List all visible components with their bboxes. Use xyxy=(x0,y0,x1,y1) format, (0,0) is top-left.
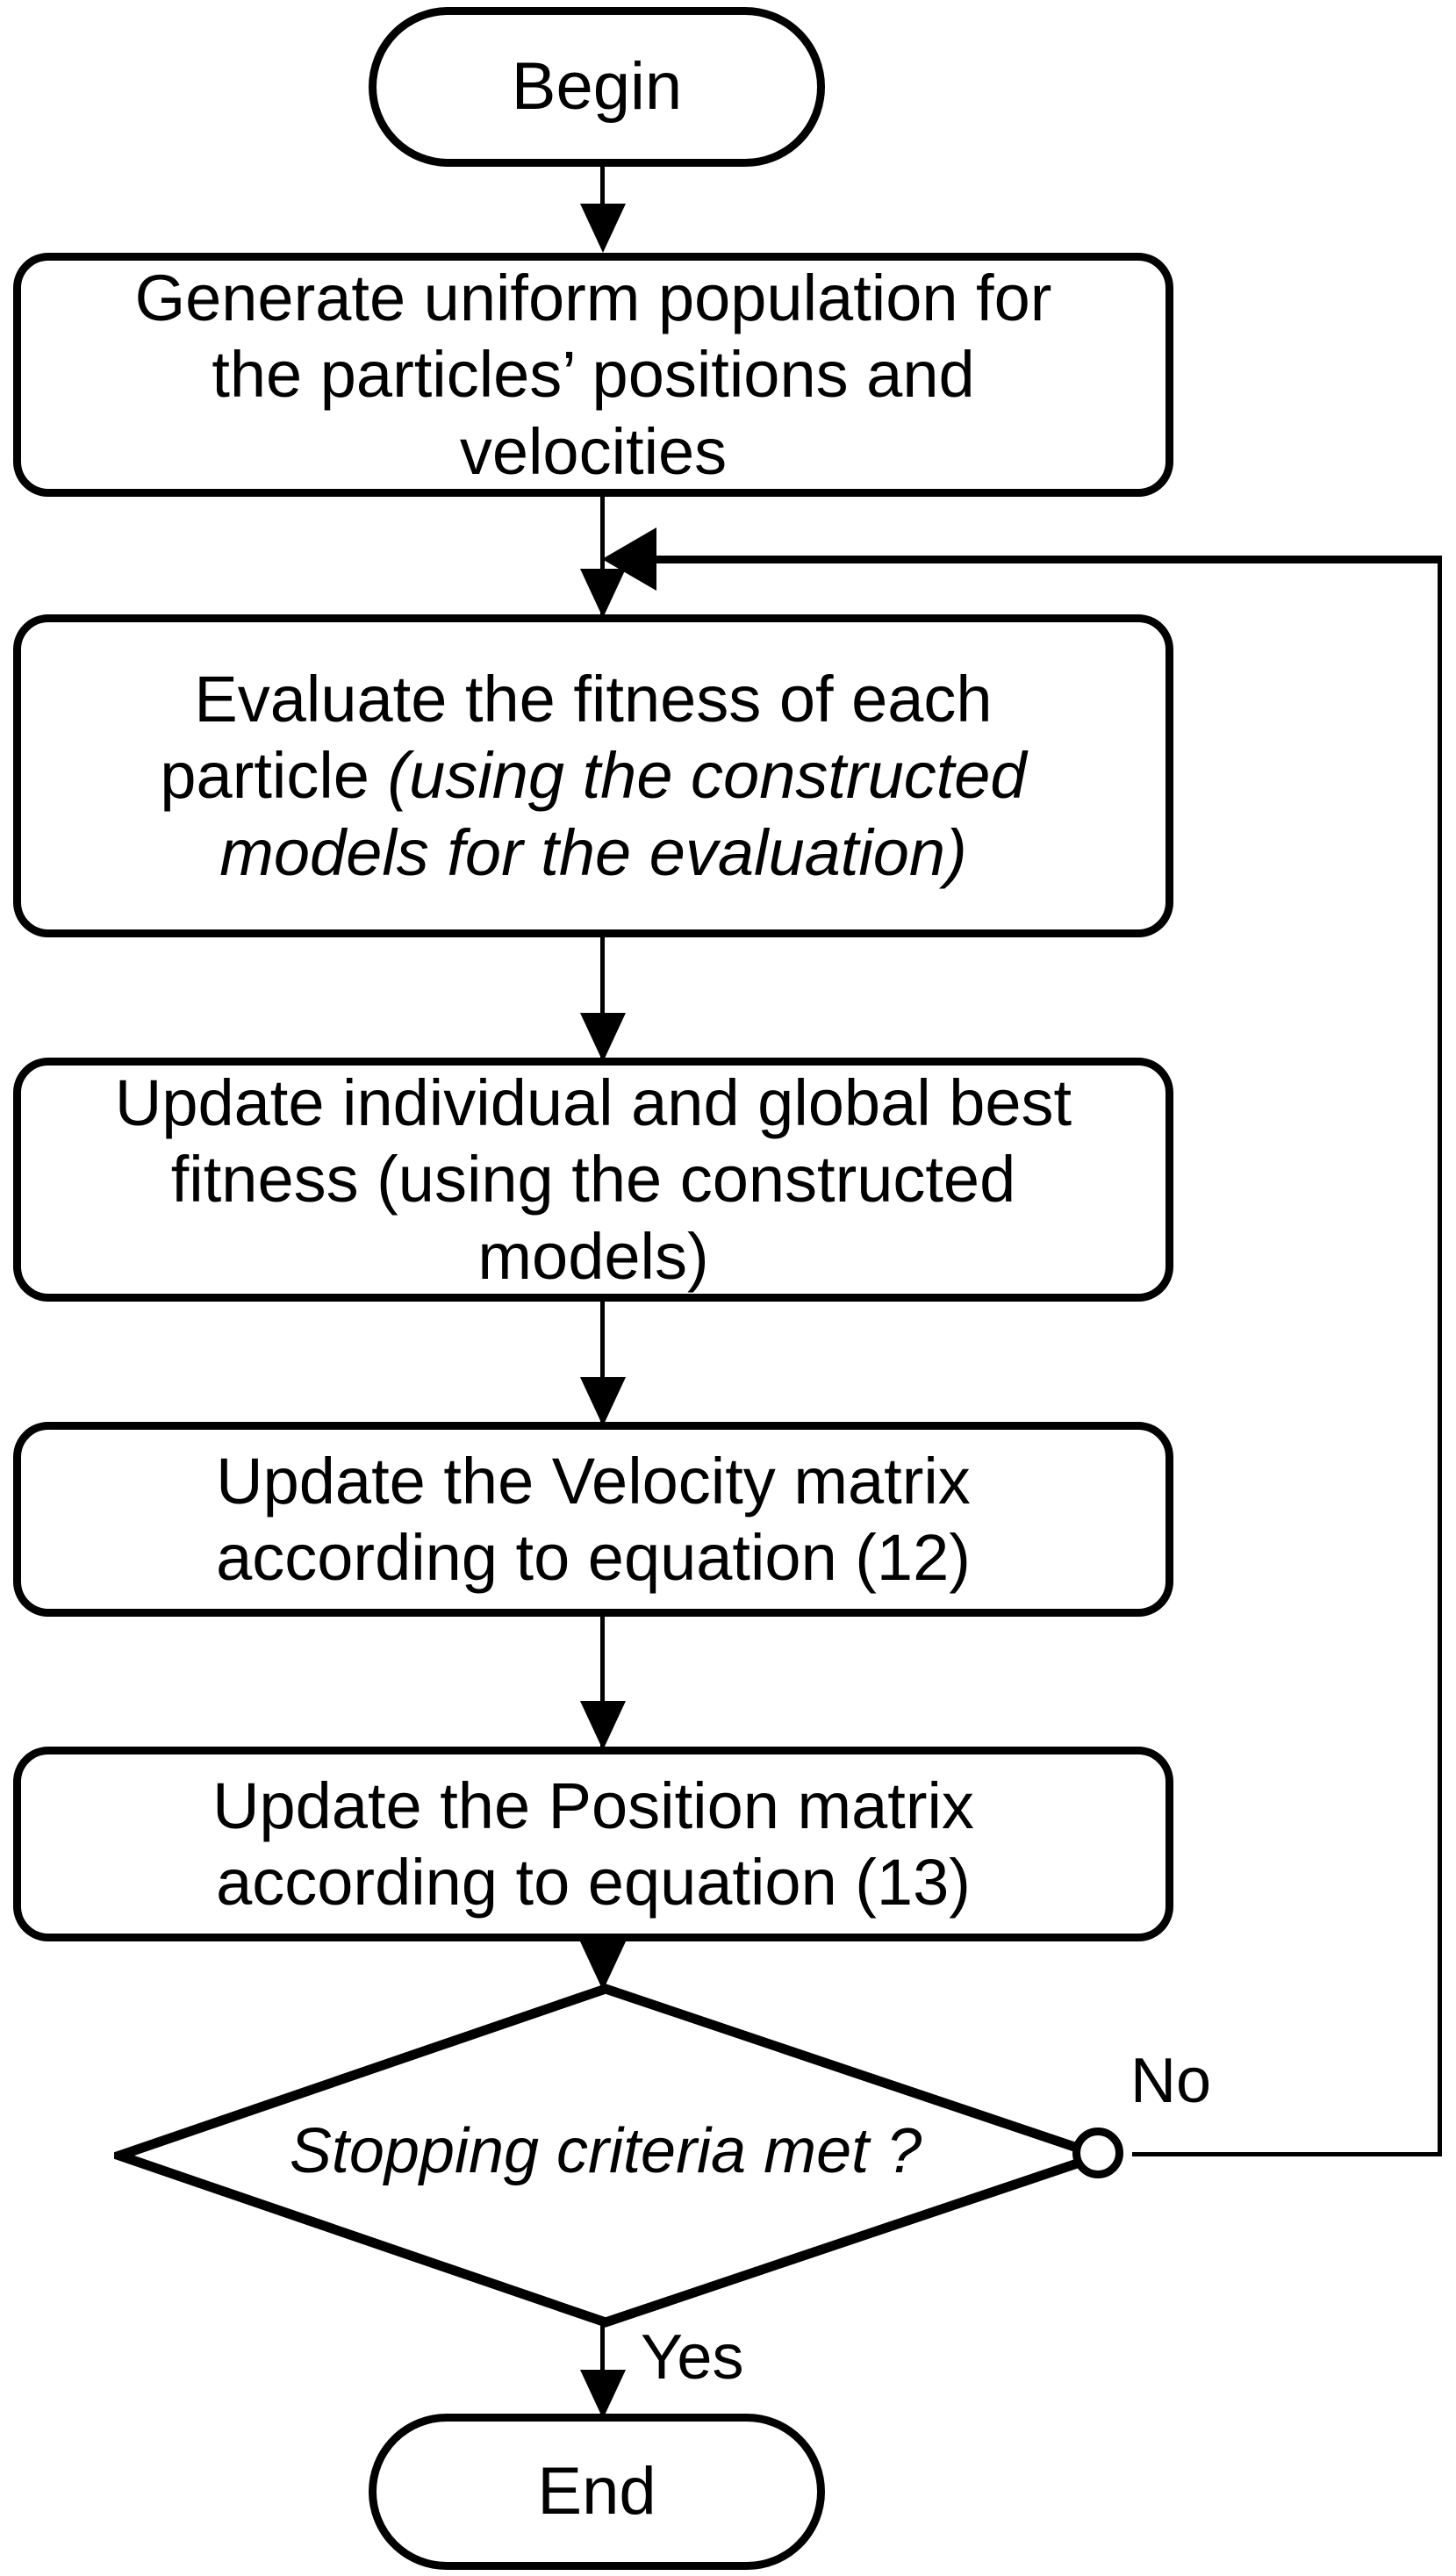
edge-decision-to-end-arrow xyxy=(580,2370,626,2419)
edge-velocity-to-position-line xyxy=(600,1617,605,1750)
edge-position-to-decision-arrow xyxy=(580,1941,626,1991)
node-evaluate-line-2-italic: (using the constructed xyxy=(387,739,1027,813)
decision-diamond-shape xyxy=(114,1984,1106,2328)
edge-velocity-to-position-arrow xyxy=(580,1701,626,1750)
node-evaluate-line-2-plain: particle xyxy=(160,739,388,813)
edge-best-to-velocity-arrow xyxy=(580,1377,626,1426)
node-generate-population[interactable]: Generate uniform population for the part… xyxy=(13,253,1173,497)
node-update-position-line-2: according to equation (13) xyxy=(216,1846,971,1919)
node-update-best-fitness[interactable]: Update individual and global best fitnes… xyxy=(13,1058,1173,1302)
node-update-position[interactable]: Update the Position matrix according to … xyxy=(13,1747,1173,1941)
node-end[interactable]: End xyxy=(369,2414,825,2570)
node-evaluate-line-1: Evaluate the fitness of each xyxy=(194,663,993,736)
node-update-velocity-line-2: according to equation (12) xyxy=(216,1521,971,1594)
node-update-best-line-1: Update individual and global best xyxy=(114,1066,1072,1140)
edge-evaluate-to-best-line xyxy=(600,937,605,1062)
node-begin-label: Begin xyxy=(511,49,683,125)
node-begin[interactable]: Begin xyxy=(369,7,825,167)
edge-label-no: No xyxy=(1130,2046,1212,2116)
node-update-velocity[interactable]: Update the Velocity matrix according to … xyxy=(13,1422,1173,1617)
edge-label-yes: Yes xyxy=(641,2322,744,2393)
node-generate-line-2: the particles’ positions and xyxy=(212,338,975,412)
node-evaluate-fitness[interactable]: Evaluate the fitness of each particle (u… xyxy=(13,614,1173,937)
node-decision-stopping-criteria[interactable]: Stopping criteria met ? xyxy=(114,1984,1106,2328)
node-update-position-line-1: Update the Position matrix xyxy=(212,1769,974,1842)
edge-begin-to-generate-arrow xyxy=(580,204,626,253)
loop-return-vertical xyxy=(1438,556,1442,2155)
node-evaluate-line-3: models for the evaluation) xyxy=(219,815,967,889)
edge-evaluate-to-best-arrow xyxy=(580,1013,626,1062)
node-decision-label: Stopping criteria met ? xyxy=(289,2116,922,2186)
edge-begin-to-generate-line xyxy=(600,167,605,221)
node-update-best-line-2: fitness (using the constructed xyxy=(170,1143,1016,1216)
node-generate-line-1: Generate uniform population for xyxy=(134,262,1052,335)
loop-return-horizontal-bottom xyxy=(1132,2152,1442,2156)
loop-return-arrowhead xyxy=(602,527,656,591)
edge-best-to-velocity-line xyxy=(600,1302,605,1426)
node-evaluate-line-2: particle (using the constructed xyxy=(46,737,1141,814)
node-generate-line-3: velocities xyxy=(459,414,728,488)
node-update-velocity-line-1: Update the Velocity matrix xyxy=(216,1444,971,1518)
node-end-label: End xyxy=(537,2454,656,2529)
node-update-best-line-3: models) xyxy=(477,1219,709,1293)
loop-return-horizontal-top xyxy=(654,556,1442,563)
decision-no-junction-circle xyxy=(1072,2128,1123,2178)
